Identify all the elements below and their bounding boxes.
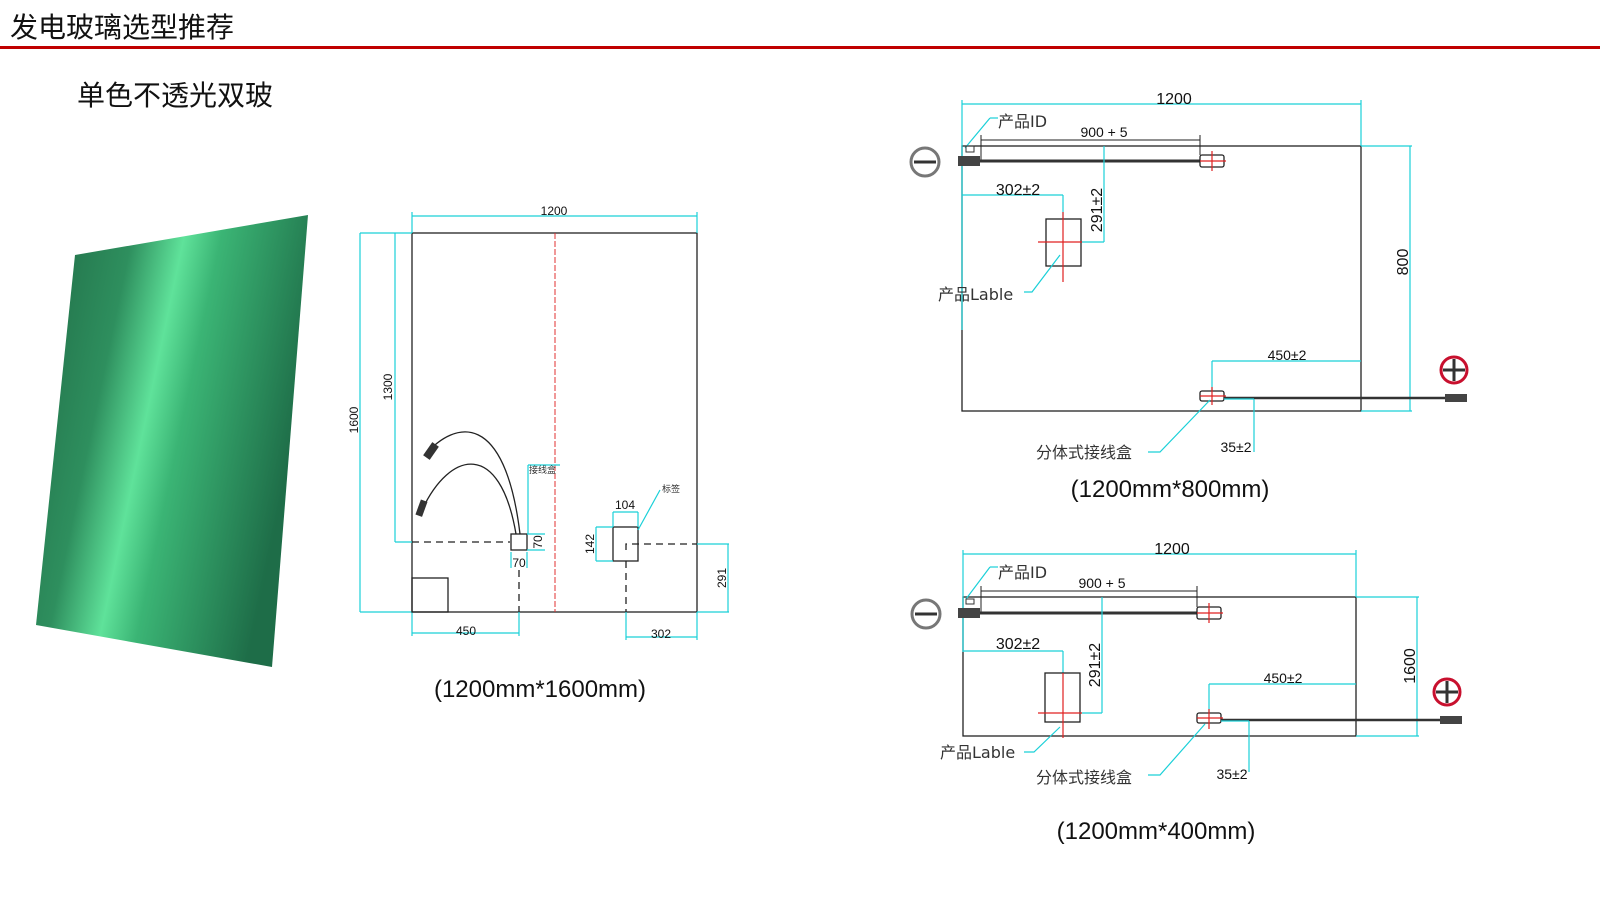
- product-id-label: 产品ID: [998, 112, 1047, 131]
- dim-jbox-x: 450±2: [1264, 670, 1303, 686]
- positive-terminal-icon: [1439, 355, 1469, 385]
- drawing-1200x800: 1200 产品ID 900 + 5 302±2 291±2 产品Lable 80…: [909, 91, 1469, 503]
- connector-icon: [415, 499, 428, 517]
- positive-terminal-icon: [1432, 677, 1462, 707]
- dim-width: 1200: [1156, 91, 1192, 108]
- connector-icon: [423, 442, 439, 460]
- jbox-label: 分体式接线盒: [1036, 443, 1132, 462]
- product-label-label: 产品Lable: [940, 743, 1015, 762]
- dim-label-y: 291±2: [1089, 188, 1106, 232]
- connector-icon: [958, 156, 980, 166]
- glass-panel-image: [36, 215, 308, 667]
- negative-terminal-icon: [909, 146, 941, 178]
- jbox-label: 分体式接线盒: [1036, 768, 1132, 787]
- dim-label-w: 104: [615, 498, 635, 512]
- dim-width: 1200: [1154, 541, 1190, 558]
- dim-label-h: 142: [583, 534, 597, 554]
- dim-label-x: 302±2: [996, 636, 1040, 653]
- connector-icon: [958, 608, 980, 618]
- caption-1200x400: (1200mm*400mm): [1057, 818, 1256, 845]
- dim-jbox-y: 35±2: [1216, 766, 1247, 782]
- dim-height: 1600: [347, 406, 361, 433]
- tag-label: 标签: [662, 483, 680, 495]
- title-divider: [0, 46, 1600, 49]
- jbox-label: 接线盒: [529, 464, 556, 476]
- dim-cable: 900 + 5: [1080, 124, 1127, 140]
- caption-1200x1600: (1200mm*1600mm): [434, 676, 646, 703]
- product-label-label: 产品Lable: [938, 285, 1013, 304]
- dim-offset-b: 302: [651, 627, 671, 641]
- drawing-1200x1600: 1200 1600 1300 接线盒 70 70 450 104 142 标签 …: [347, 204, 729, 703]
- dim-jbox-w: 70: [512, 556, 526, 570]
- dim-offset-v: 1300: [381, 373, 395, 400]
- dim-label-x: 302±2: [996, 182, 1040, 199]
- dim-jbox-x: 450±2: [1268, 347, 1307, 363]
- dim-offset-l: 450: [456, 624, 476, 638]
- dim-jbox-h: 70: [531, 535, 545, 549]
- page-title: 发电玻璃选型推荐: [10, 11, 235, 44]
- negative-terminal-icon: [910, 598, 942, 630]
- dim-label-y: 291±2: [1087, 643, 1104, 687]
- dim-jbox-y: 35±2: [1220, 439, 1251, 455]
- dim-offset-r: 291: [715, 568, 729, 588]
- dim-height: 1600: [1402, 648, 1419, 684]
- section-subtitle: 单色不透光双玻: [77, 79, 274, 112]
- connector-icon: [1445, 394, 1467, 402]
- caption-1200x800: (1200mm*800mm): [1071, 476, 1270, 503]
- connector-icon: [1440, 716, 1462, 724]
- product-id-label: 产品ID: [998, 563, 1047, 582]
- dim-height: 800: [1395, 249, 1412, 276]
- dim-cable: 900 + 5: [1078, 575, 1125, 591]
- drawing-1200x400: 1200 产品ID 900 + 5 302±2 291±2 产品Lable 16…: [910, 541, 1462, 845]
- dim-width: 1200: [541, 204, 568, 218]
